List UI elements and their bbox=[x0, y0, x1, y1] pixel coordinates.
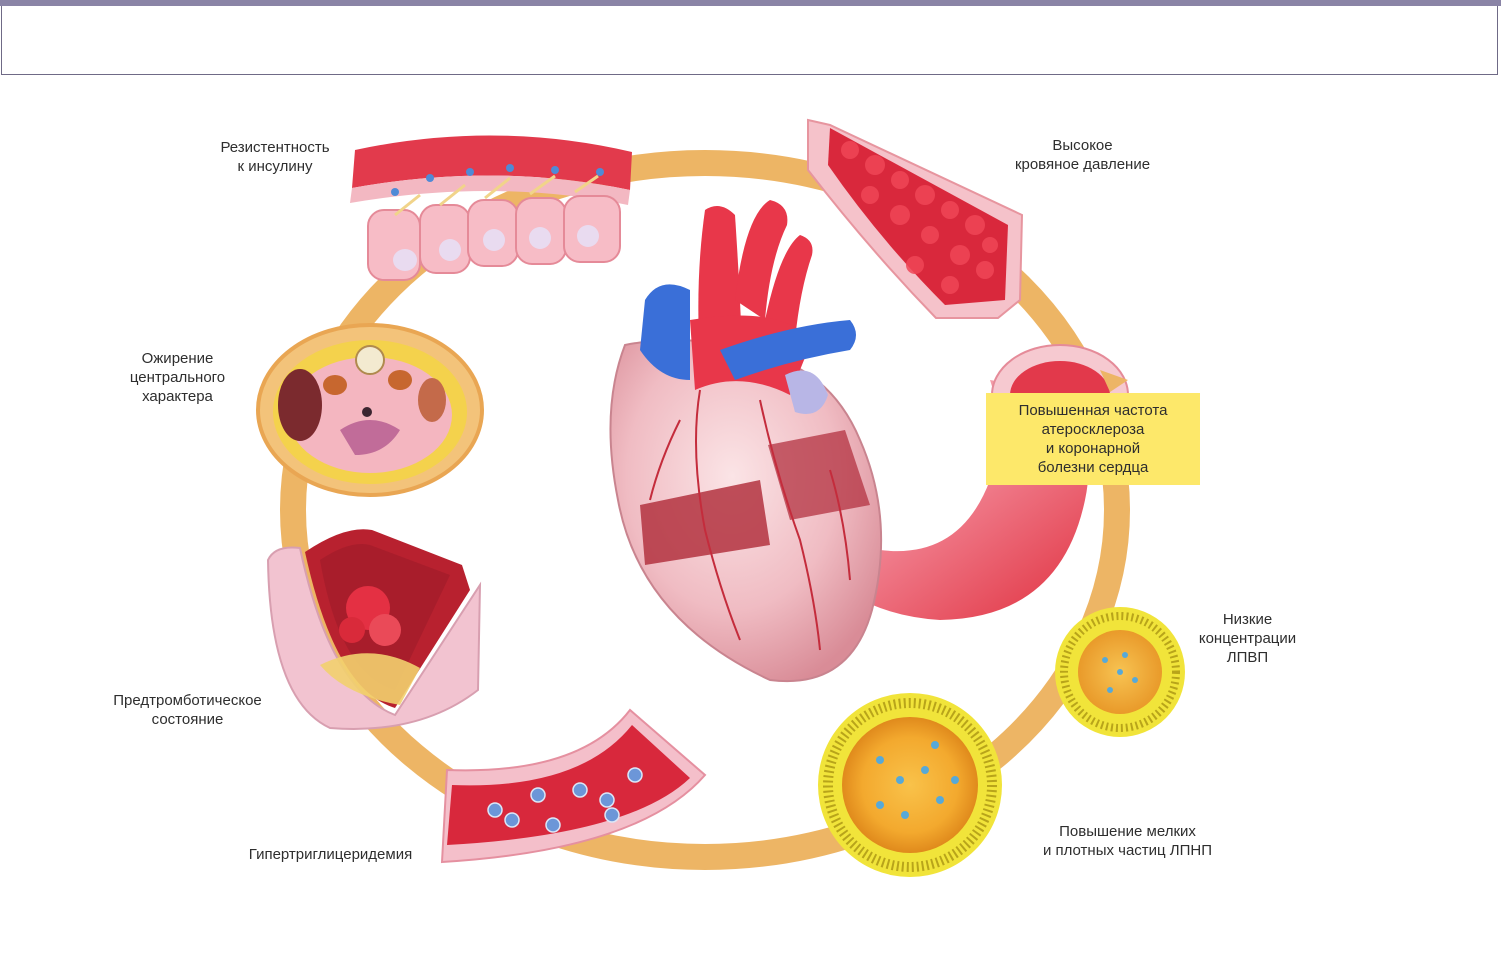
high-blood-pressure-illustration bbox=[807, 118, 1024, 319]
label-high-blood-pressure: Высокое кровяное давление bbox=[1014, 137, 1151, 173]
top-strip bbox=[0, 0, 1501, 6]
heart-illustration bbox=[609, 200, 883, 683]
label-low-hdl: Низкие концентрации ЛПВП bbox=[1198, 611, 1297, 666]
hdl-particle-illustration bbox=[1055, 607, 1185, 737]
atherosclerosis-callout: Повышенная частота атеросклероза и корон… bbox=[986, 393, 1200, 485]
label-prothrombotic-state: Предтромботическое состояние bbox=[113, 692, 262, 728]
hypertriglyceridemia-illustration bbox=[440, 708, 707, 864]
label-small-dense-ldl: Повышение мелких и плотных частиц ЛПНП bbox=[1042, 823, 1213, 859]
label-hypertriglyceridemia: Гипертриглицеридемия bbox=[248, 846, 413, 863]
top-banner-box bbox=[1, 6, 1498, 75]
label-insulin-resistance: Резистентность к инсулину bbox=[220, 139, 330, 175]
insulin-resistance-illustration bbox=[350, 135, 632, 281]
prothrombotic-state-illustration bbox=[266, 529, 482, 730]
cycle-ring bbox=[280, 150, 1130, 870]
cycle-arrow-head bbox=[1100, 370, 1128, 392]
label-central-obesity: Ожирение центрального характера bbox=[129, 350, 226, 405]
ldl-particle-illustration bbox=[818, 693, 1002, 877]
central-obesity-illustration bbox=[256, 323, 484, 497]
